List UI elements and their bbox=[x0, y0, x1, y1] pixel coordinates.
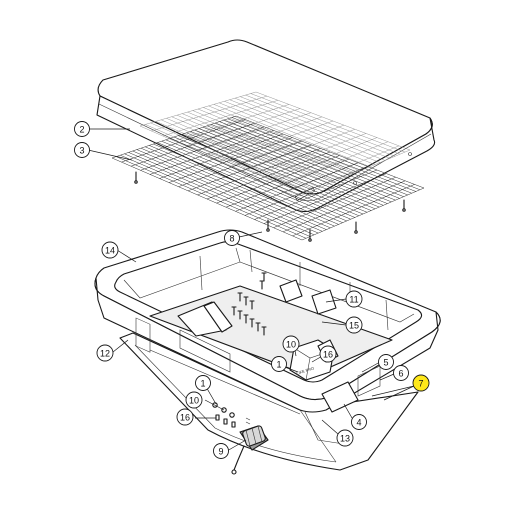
callout-10-lower[interactable]: 10 bbox=[185, 391, 203, 409]
callout-9[interactable]: 9 bbox=[213, 443, 229, 459]
svg-text:13: 13 bbox=[340, 434, 350, 444]
svg-text:10: 10 bbox=[286, 340, 296, 350]
svg-text:16: 16 bbox=[323, 350, 333, 360]
callouts: 2 3 14 8 11 15 12 10 bbox=[74, 121, 430, 459]
callout-10-upper[interactable]: 10 bbox=[282, 335, 300, 353]
callout-6[interactable]: 6 bbox=[393, 365, 409, 381]
lid bbox=[96, 39, 436, 213]
callout-2[interactable]: 2 bbox=[74, 121, 90, 137]
svg-text:14: 14 bbox=[105, 246, 115, 256]
svg-text:10: 10 bbox=[189, 396, 199, 406]
callout-14[interactable]: 14 bbox=[101, 241, 119, 259]
svg-text:1: 1 bbox=[200, 379, 205, 389]
tub: LIFE PRO bbox=[94, 229, 441, 471]
svg-text:4: 4 bbox=[356, 418, 361, 428]
callout-7[interactable]: 7 bbox=[412, 374, 430, 392]
svg-text:2: 2 bbox=[79, 125, 84, 135]
callout-5[interactable]: 5 bbox=[378, 354, 394, 370]
svg-text:11: 11 bbox=[349, 295, 358, 305]
svg-text:8: 8 bbox=[229, 234, 234, 244]
svg-text:7: 7 bbox=[418, 379, 423, 389]
svg-text:3: 3 bbox=[79, 146, 84, 156]
svg-text:6: 6 bbox=[398, 369, 403, 379]
callout-4[interactable]: 4 bbox=[351, 414, 367, 430]
callout-16-lower[interactable]: 16 bbox=[176, 408, 194, 426]
callout-3[interactable]: 3 bbox=[74, 142, 90, 158]
svg-text:12: 12 bbox=[100, 349, 110, 359]
callout-8[interactable]: 8 bbox=[224, 230, 240, 246]
callout-1-lower[interactable]: 1 bbox=[195, 375, 211, 391]
decal-text: LIFE PRO bbox=[296, 366, 315, 376]
callout-11[interactable]: 11 bbox=[345, 290, 363, 308]
svg-text:9: 9 bbox=[218, 447, 223, 457]
spinner-motor bbox=[231, 425, 269, 475]
callout-1-upper[interactable]: 1 bbox=[271, 356, 287, 372]
svg-text:1: 1 bbox=[276, 360, 281, 370]
callout-16-upper[interactable]: 16 bbox=[319, 345, 337, 363]
callout-12[interactable]: 12 bbox=[96, 344, 114, 362]
callout-15[interactable]: 15 bbox=[345, 316, 363, 334]
callout-13[interactable]: 13 bbox=[336, 429, 354, 447]
svg-text:15: 15 bbox=[349, 321, 359, 331]
mesh-panel bbox=[111, 91, 425, 242]
svg-text:16: 16 bbox=[180, 413, 190, 423]
svg-text:5: 5 bbox=[383, 358, 388, 368]
